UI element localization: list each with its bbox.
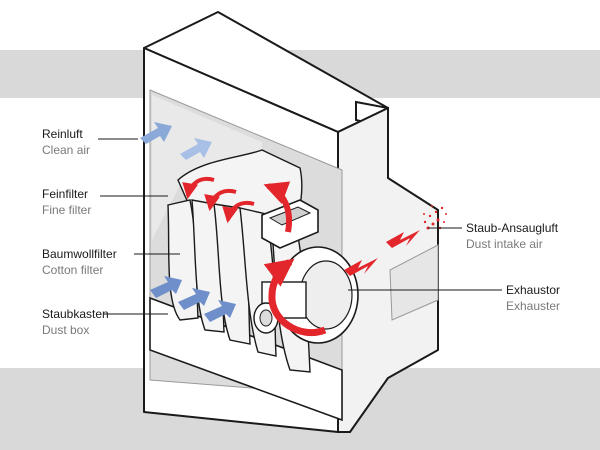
label-reinluft-de: Reinluft bbox=[42, 127, 83, 141]
motor-end-inner bbox=[259, 309, 273, 327]
label-exhaustor: Exhaustor Exhauster bbox=[506, 282, 560, 314]
clean-air-arrows bbox=[140, 122, 236, 322]
exhauster-rim bbox=[299, 260, 353, 330]
label-reinluft-en: Clean air bbox=[42, 143, 91, 157]
filter-arrow-1 bbox=[182, 177, 215, 200]
label-feinfilter-de: Feinfilter bbox=[42, 187, 89, 201]
label-exhaustor-en: Exhauster bbox=[506, 299, 561, 313]
dirty-air-arrows bbox=[182, 177, 420, 337]
label-ansaug-en: Dust intake air bbox=[466, 237, 543, 251]
circulation-arrow-exhauster bbox=[263, 258, 327, 337]
clean-air-arrow-1 bbox=[140, 122, 172, 144]
label-baumwollfilter-en: Cotton filter bbox=[42, 263, 104, 277]
clean-air-arrow-2 bbox=[180, 138, 212, 160]
filter-arrow-3 bbox=[222, 201, 255, 224]
label-reinluft: Reinluft Clean air bbox=[42, 126, 90, 158]
dust-box bbox=[149, 296, 343, 422]
label-staubkasten: Staubkasten Dust box bbox=[42, 306, 109, 338]
upward-arrow-duct bbox=[263, 181, 292, 233]
intake-pipe bbox=[389, 244, 439, 321]
intake-arrow-outer bbox=[386, 230, 420, 248]
cabinet-side bbox=[337, 107, 439, 433]
label-staub-ansaugluft: Staub-Ansaugluft Dust intake air bbox=[466, 220, 558, 252]
label-feinfilter: Feinfilter Fine filter bbox=[42, 186, 91, 218]
filter-arrow-2 bbox=[204, 189, 237, 212]
label-staubkasten-de: Staubkasten bbox=[42, 307, 109, 321]
intake-arrow-inner bbox=[344, 258, 378, 276]
label-baumwollfilter-de: Baumwollfilter bbox=[42, 247, 117, 261]
label-ansaug-de: Staub-Ansaugluft bbox=[466, 221, 559, 235]
label-exhaustor-de: Exhaustor bbox=[506, 283, 561, 297]
dust-arrow-1 bbox=[150, 276, 182, 298]
label-feinfilter-en: Fine filter bbox=[42, 203, 92, 217]
label-baumwollfilter: Baumwollfilter Cotton filter bbox=[42, 246, 117, 278]
label-staubkasten-en: Dust box bbox=[42, 323, 90, 337]
dust-arrow-3 bbox=[204, 300, 236, 322]
leader-lines bbox=[98, 138, 502, 315]
dust-arrow-2 bbox=[178, 288, 210, 310]
